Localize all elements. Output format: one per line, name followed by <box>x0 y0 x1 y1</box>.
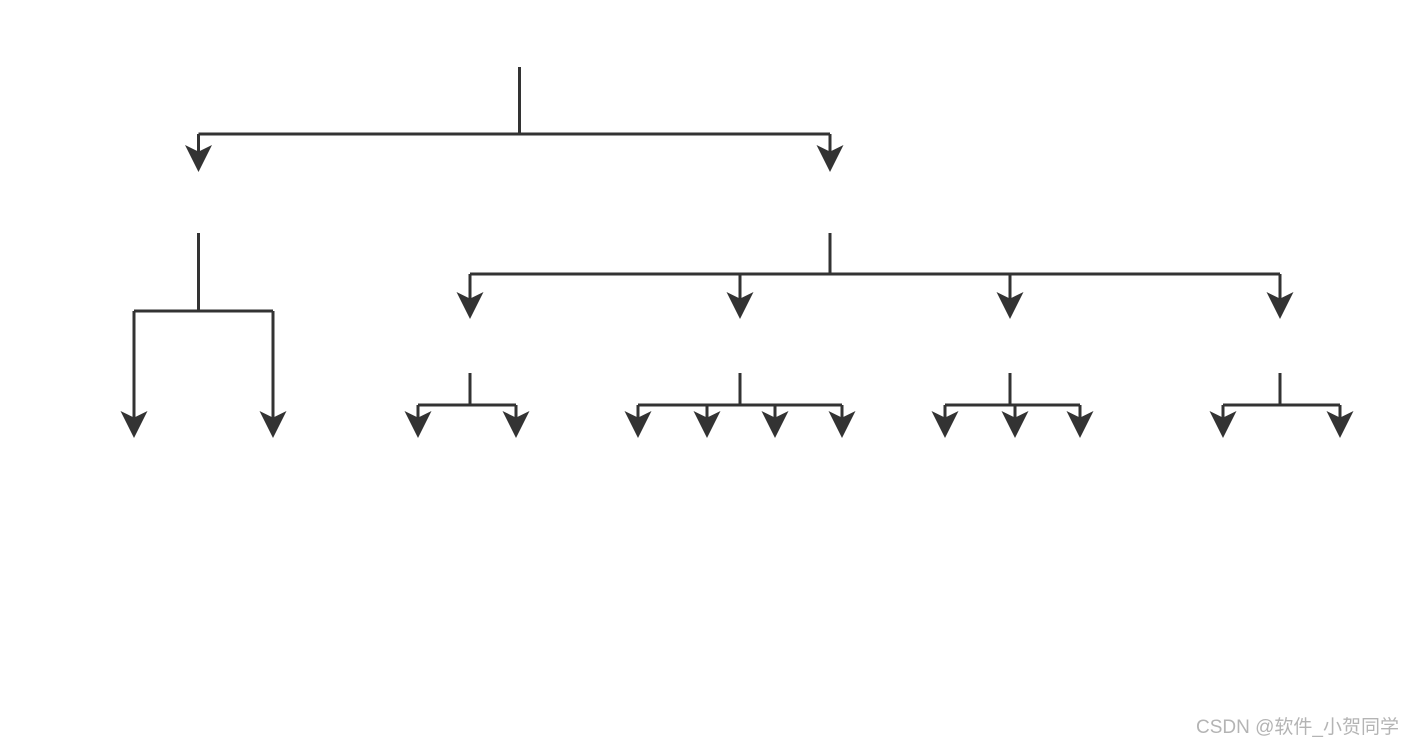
connector-edges <box>120 67 1354 438</box>
csdn-watermark: CSDN @软件_小贺同学 <box>1196 716 1399 738</box>
